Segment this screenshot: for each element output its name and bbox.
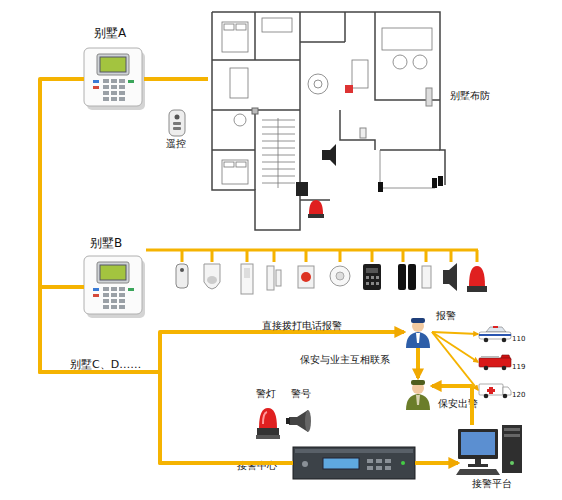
guard-figure: 报警 xyxy=(404,316,432,348)
fire-truck xyxy=(479,355,511,370)
plan-sensors xyxy=(252,85,443,218)
node-label: 别墅A xyxy=(94,27,126,41)
computer xyxy=(456,425,522,475)
node-label: 119 xyxy=(512,363,525,371)
connector-line xyxy=(144,77,208,81)
remote-icon xyxy=(169,110,185,136)
guard-icon xyxy=(406,318,430,348)
connector-line xyxy=(432,332,478,390)
node-label: 别墅布防 xyxy=(450,90,490,102)
connector-line xyxy=(40,79,293,463)
node-label: 保安出警 xyxy=(438,398,478,410)
edge-label: 直接拨打电话报警 xyxy=(262,320,342,332)
node-label: 110 xyxy=(512,335,525,343)
node-label: 警号 xyxy=(291,388,311,400)
receiving-platform: 接警平台 xyxy=(458,425,524,475)
fire-truck: 119 xyxy=(478,354,512,370)
remote-control: 遥控 xyxy=(168,110,186,136)
connector-line xyxy=(432,332,478,362)
ambulance xyxy=(479,384,511,398)
ambulance: 120 xyxy=(478,382,512,398)
alarm-horn: 警号 xyxy=(286,408,312,434)
police-car: 110 xyxy=(478,326,512,342)
device-bus xyxy=(146,250,478,262)
alarm-panel: 别墅B xyxy=(84,256,146,318)
node-label: 报警 xyxy=(436,310,456,322)
police-car xyxy=(479,326,511,342)
node-label: 别墅B xyxy=(90,237,122,251)
connector-line xyxy=(415,461,458,465)
alarm-horn xyxy=(286,410,311,432)
edge-label: 保安与业主互相联系 xyxy=(300,354,390,366)
warning-light xyxy=(256,408,280,439)
connector-line xyxy=(416,348,420,378)
warning-light: 警灯 xyxy=(256,404,280,440)
guard-icon xyxy=(406,380,430,410)
floor-plan: 别墅布防 xyxy=(208,6,448,234)
node-label: 警灯 xyxy=(256,388,276,400)
floor-plan-detail xyxy=(222,18,435,188)
node-label: 遥控 xyxy=(166,138,186,150)
connector-line xyxy=(40,287,404,372)
receiver-unit: 接警中心 xyxy=(293,447,415,479)
node-label: 120 xyxy=(512,391,525,399)
node-label: 接警平台 xyxy=(472,478,512,490)
connector-line xyxy=(40,287,293,463)
alarm-panel xyxy=(84,48,145,110)
free-label: 别墅C、D…… xyxy=(70,359,141,372)
alarm-panel: 别墅A xyxy=(84,48,144,110)
connector-line xyxy=(432,332,478,334)
guard-figure: 保安出警 xyxy=(404,378,432,410)
floor-plan xyxy=(212,12,445,230)
node-label: 接警中心 xyxy=(237,460,277,472)
device-row xyxy=(176,263,487,294)
alarm-panel xyxy=(84,256,145,318)
receiver-unit xyxy=(293,447,415,479)
